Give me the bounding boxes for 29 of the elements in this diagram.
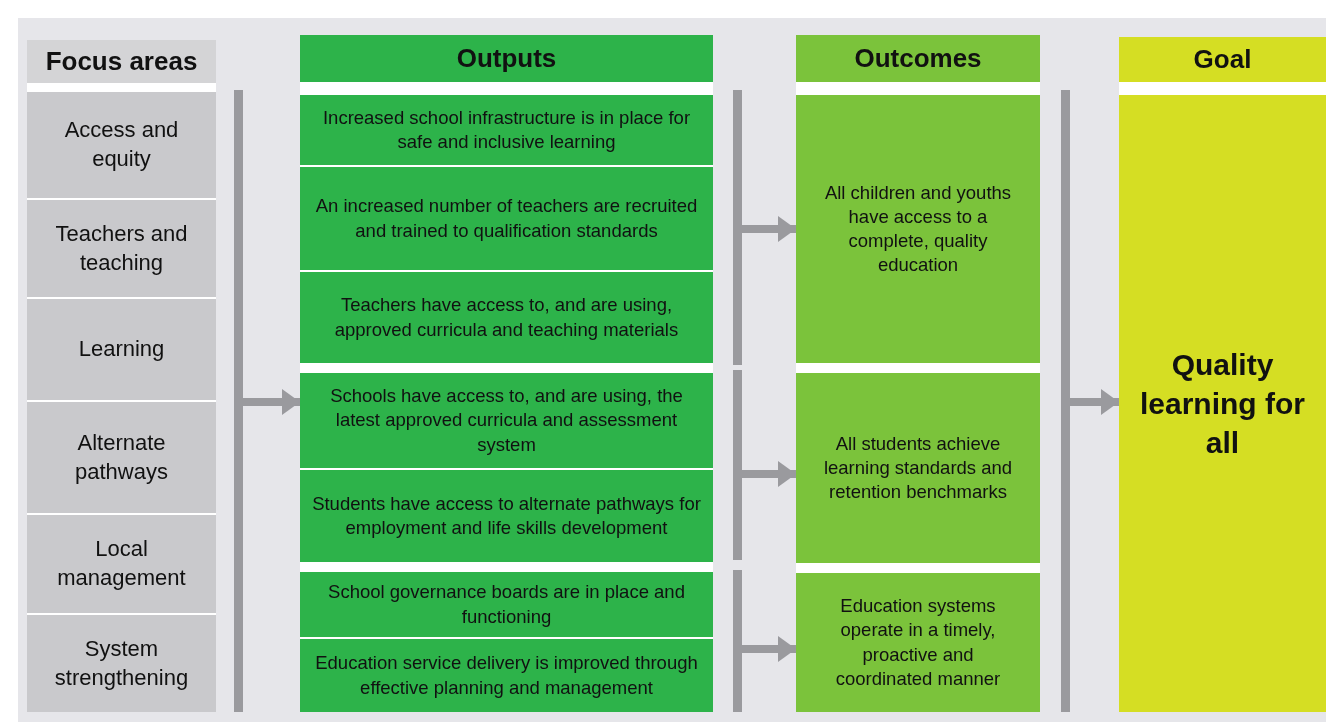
- arrow: [741, 636, 796, 662]
- column-header: Outcomes: [796, 35, 1040, 82]
- focus-area-box: Access and equity: [27, 92, 216, 198]
- column-header: Focus areas: [27, 40, 216, 83]
- column-panel: [27, 40, 216, 712]
- outcome-box: All children and youths have access to a complete, quality education: [796, 95, 1040, 363]
- output-box: Increased school infrastructure is in place for safe and inclusive learning: [300, 95, 713, 165]
- focus-area-box: System strengthening: [27, 615, 216, 712]
- output-box: An increased number of teachers are recruited and trained to qualification standards: [300, 167, 713, 270]
- focus-area-box: Alternate pathways: [27, 402, 216, 513]
- focus-area-box: Teachers and teaching: [27, 200, 216, 297]
- arrow: [1069, 389, 1119, 415]
- arrow: [741, 461, 796, 487]
- column-header: Goal: [1119, 37, 1326, 82]
- output-box: Teachers have access to, and are using, approved curricula and teaching materials: [300, 272, 713, 363]
- outcome-box: Education systems operate in a timely, proactive and coordinated manner: [796, 573, 1040, 712]
- output-box: Students have access to alternate pathways for employment and life skills development: [300, 470, 713, 562]
- output-box: Education service delivery is improved through effective planning and management: [300, 639, 713, 712]
- focus-area-box: Learning: [27, 299, 216, 400]
- arrow: [243, 389, 300, 415]
- column-header: Outputs: [300, 35, 713, 82]
- focus-area-box: Local management: [27, 515, 216, 613]
- goal-box: Quality learning for all: [1119, 95, 1326, 712]
- outcome-box: All students achieve learning standards and retention benchmarks: [796, 373, 1040, 563]
- output-box: Schools have access to, and are using, the latest approved curricula and assessment system: [300, 373, 713, 468]
- output-box: School governance boards are in place and functioning: [300, 572, 713, 637]
- arrow: [741, 216, 796, 242]
- column-panel: [796, 35, 1040, 712]
- column-panel: [300, 35, 713, 712]
